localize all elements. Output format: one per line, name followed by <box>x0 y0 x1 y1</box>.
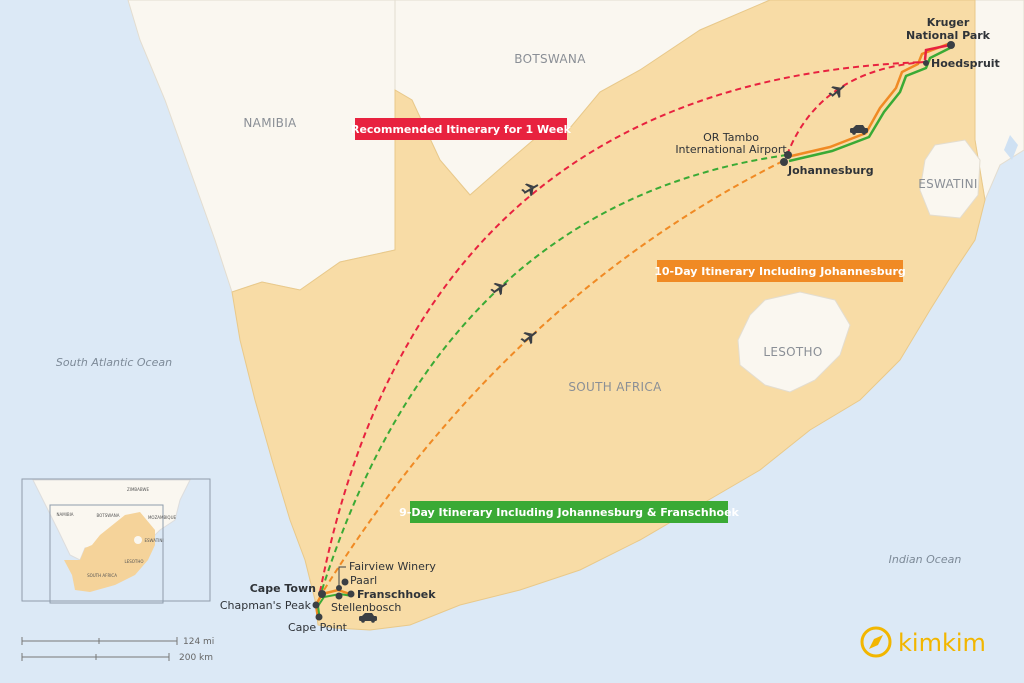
car-icon <box>359 613 377 623</box>
scale-km: 200 km <box>179 653 213 663</box>
marker-kruger[interactable] <box>947 41 955 49</box>
itinerary-tag-1-week[interactable]: Recommended Itinerary for 1 Week <box>351 118 572 140</box>
label-franschhoek: Franschhoek <box>357 588 436 601</box>
scale-miles: 124 mi <box>183 637 214 647</box>
flight-route-red-cape-town-hoedspruit <box>319 61 926 593</box>
itinerary-label: 10-Day Itinerary Including Johannesburg <box>654 265 906 278</box>
label-namibia: NAMIBIA <box>243 116 297 130</box>
south-africa-land <box>231 0 986 631</box>
marker-cape-town[interactable] <box>318 590 326 598</box>
inset-label-lesotho: LESOTHO <box>124 559 143 564</box>
inset-map: ZIMBABWE NAMIBIA BOTSWANA MOZAMBIQUE ESW… <box>21 478 211 604</box>
label-eswatini: ESWATINI <box>918 177 977 191</box>
label-paarl: Paarl <box>350 574 377 587</box>
label-stellenbosch: Stellenbosch <box>331 601 401 614</box>
compass-icon <box>860 626 892 658</box>
label-cape-town: Cape Town <box>250 582 316 595</box>
inset-label-botswana: BOTSWANA <box>96 513 119 518</box>
eswatini-land <box>919 139 981 219</box>
scale-bar <box>21 637 178 661</box>
airplane-icon <box>828 85 845 99</box>
marker-cape-point[interactable] <box>315 613 323 621</box>
label-south-africa: SOUTH AFRICA <box>568 380 662 394</box>
marker-johannesburg[interactable] <box>780 158 788 166</box>
marker-franschhoek[interactable] <box>347 590 355 598</box>
label-johannesburg: Johannesburg <box>787 164 874 177</box>
airplane-icon <box>521 183 539 197</box>
logo-text: kimkim <box>898 629 986 657</box>
label-lesotho: LESOTHO <box>763 345 822 359</box>
label-hoedspruit: Hoedspruit <box>931 57 1000 70</box>
label-botswana: BOTSWANA <box>514 52 586 66</box>
ground-route-green <box>788 46 951 163</box>
flight-route-orange <box>323 159 786 591</box>
label-indian-ocean: Indian Ocean <box>889 553 962 566</box>
inset-label-eswatini: ESWATINI <box>144 538 163 543</box>
inset-label-zimbabwe: ZIMBABWE <box>127 487 149 492</box>
label-cape-point: Cape Point <box>288 621 348 634</box>
label-chapmans-peak: Chapman's Peak <box>220 599 312 612</box>
marker-chapmans-peak[interactable] <box>312 601 320 609</box>
ground-route-orange <box>786 42 949 159</box>
label-south-atlantic-ocean: South Atlantic Ocean <box>56 356 172 369</box>
fairview-leader-line <box>338 566 346 588</box>
ground-route-red <box>923 43 951 61</box>
marker-paarl[interactable] <box>341 578 349 586</box>
car-icon <box>850 125 868 135</box>
inset-label-namibia: NAMIBIA <box>56 512 73 517</box>
inset-label-mozambique: MOZAMBIQUE <box>148 515 177 520</box>
label-or-tambo-1: OR Tambo <box>703 131 759 144</box>
itinerary-tag-9-day[interactable]: 9-Day Itinerary Including Johannesburg &… <box>399 501 740 523</box>
label-kruger-1: Kruger <box>927 16 970 29</box>
marker-hoedspruit[interactable] <box>923 60 929 66</box>
itinerary-label: Recommended Itinerary for 1 Week <box>351 123 572 136</box>
airplane-icon <box>520 331 537 345</box>
marker-stellenbosch[interactable] <box>335 592 343 600</box>
label-kruger-2: National Park <box>906 29 991 42</box>
itinerary-label: 9-Day Itinerary Including Johannesburg &… <box>399 506 739 519</box>
marker-or-tambo[interactable] <box>784 151 792 159</box>
airplane-icon <box>490 282 508 296</box>
itinerary-tag-10-day[interactable]: 10-Day Itinerary Including Johannesburg <box>654 260 906 282</box>
label-fairview-winery: Fairview Winery <box>349 560 436 573</box>
lake <box>1004 135 1018 160</box>
kimkim-logo[interactable]: kimkim <box>860 626 986 658</box>
location-markers <box>312 41 955 621</box>
label-or-tambo-2: International Airport <box>675 143 787 156</box>
inset-label-south-africa: SOUTH AFRICA <box>87 573 117 578</box>
lesotho-land <box>737 291 851 393</box>
